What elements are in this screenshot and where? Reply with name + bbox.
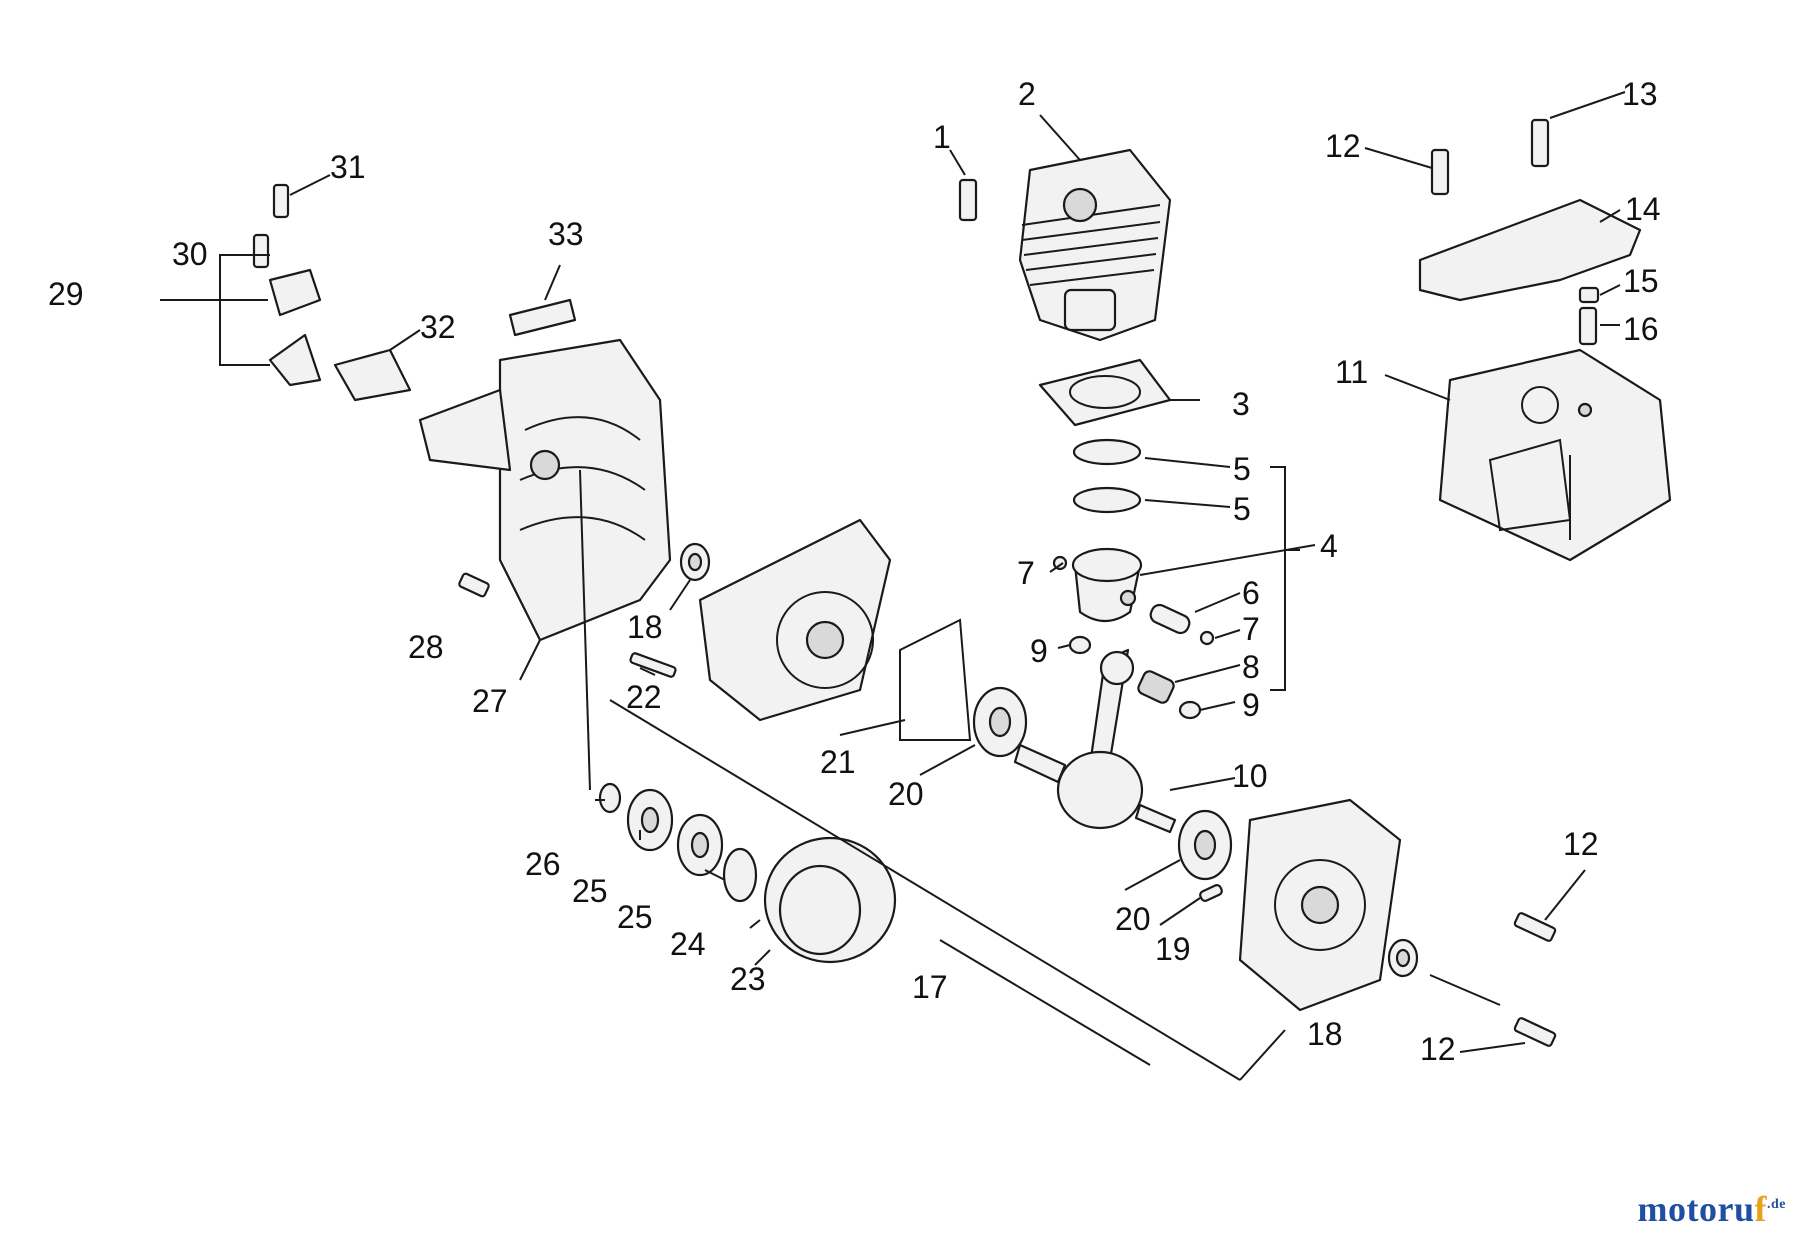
callout-18a: 18 <box>627 609 663 645</box>
callout-20a: 20 <box>888 776 924 812</box>
callout-33: 33 <box>548 216 584 252</box>
cylinder-gasket-part <box>1038 358 1172 427</box>
screw-part <box>458 572 490 598</box>
crankcase-left-part <box>698 518 892 722</box>
clamp-part <box>268 268 322 317</box>
callout-10: 10 <box>1232 758 1268 794</box>
callout-24: 24 <box>670 926 706 962</box>
callout-32: 32 <box>420 309 456 345</box>
retaining-ring-part <box>598 782 622 814</box>
piston-ring-part <box>1072 486 1142 514</box>
callout-11: 11 <box>1335 354 1368 390</box>
oil-seal-part <box>1387 938 1419 978</box>
thrust-washer-part <box>1178 700 1202 720</box>
oil-seal-part <box>679 542 711 582</box>
callout-18b: 18 <box>1307 1016 1343 1052</box>
fan-housing-part <box>418 338 672 642</box>
callout-29: 29 <box>48 276 84 312</box>
ball-bearing-part <box>676 813 724 877</box>
callout-19: 19 <box>1155 931 1191 967</box>
screw-part <box>629 652 677 678</box>
callout-26: 26 <box>525 846 561 882</box>
callout-12c: 12 <box>1420 1031 1456 1067</box>
clutch-drum-part <box>763 836 897 964</box>
watermark-tld: .de <box>1767 1197 1786 1212</box>
cylinder-cover-part <box>1418 198 1642 302</box>
crankshaft-part <box>1013 648 1177 834</box>
piston-clip-part <box>1199 630 1215 646</box>
callout-7b: 7 <box>1242 611 1260 647</box>
piston-ring-part <box>1072 438 1142 466</box>
callout-3: 3 <box>1232 386 1250 422</box>
cylinder-part <box>1018 148 1172 342</box>
screw-part <box>1513 912 1557 942</box>
callout-12b: 12 <box>1563 826 1599 862</box>
crankcase-gasket-part <box>899 618 972 741</box>
clamp-part <box>268 333 322 387</box>
screw-part <box>958 178 978 222</box>
callout-1: 1 <box>933 119 951 155</box>
screw-part <box>272 183 290 219</box>
callout-9a: 9 <box>1030 633 1048 669</box>
ball-bearing-part <box>626 788 674 852</box>
callout-27: 27 <box>472 683 508 719</box>
callout-21: 21 <box>820 744 856 780</box>
callout-15: 15 <box>1623 263 1659 299</box>
piston-pin-part <box>1149 603 1191 635</box>
callout-9b: 9 <box>1242 687 1260 723</box>
callout-8: 8 <box>1242 649 1260 685</box>
screw-part <box>252 233 270 269</box>
callout-6: 6 <box>1242 575 1260 611</box>
screw-part <box>1530 118 1550 168</box>
ball-bearing-part <box>1177 809 1233 881</box>
label-plate-part <box>508 298 577 337</box>
watermark-main: motoru <box>1637 1189 1755 1229</box>
callout-31: 31 <box>330 149 366 185</box>
callout-23: 23 <box>730 961 766 997</box>
callout-5b: 5 <box>1233 491 1251 527</box>
callout-16: 16 <box>1623 311 1659 347</box>
screw-part <box>1513 1017 1557 1047</box>
guide-tube-part <box>333 348 412 402</box>
screw-part <box>1578 306 1598 346</box>
watermark-accent: f <box>1754 1189 1767 1229</box>
callout-4: 4 <box>1320 528 1338 564</box>
engine-shroud-part <box>1438 348 1672 562</box>
ball-bearing-part <box>972 686 1028 758</box>
piston-part <box>1071 547 1143 623</box>
thrust-washer-part <box>1068 635 1092 655</box>
callout-20b: 20 <box>1115 901 1151 937</box>
callout-7a: 7 <box>1017 555 1035 591</box>
screw-part <box>1430 148 1450 196</box>
callout-17: 17 <box>912 969 948 1005</box>
callout-30: 30 <box>172 236 208 272</box>
callout-13: 13 <box>1622 76 1658 112</box>
callout-28: 28 <box>408 629 444 665</box>
brand-watermark: motoruf.de <box>1638 1188 1786 1230</box>
callout-5a: 5 <box>1233 451 1251 487</box>
needle-bearing-part <box>1137 670 1175 704</box>
circlip-part <box>722 847 758 903</box>
nut-part <box>1578 286 1600 304</box>
callout-22: 22 <box>626 679 662 715</box>
callout-2: 2 <box>1018 76 1036 112</box>
callout-14: 14 <box>1625 191 1661 227</box>
callout-12a: 12 <box>1325 128 1361 164</box>
callout-25a: 25 <box>572 873 608 909</box>
dowel-pin-part <box>1199 884 1223 902</box>
callout-25b: 25 <box>617 899 653 935</box>
leader-lines <box>160 91 1626 1081</box>
crankcase-right-part <box>1238 798 1402 1012</box>
